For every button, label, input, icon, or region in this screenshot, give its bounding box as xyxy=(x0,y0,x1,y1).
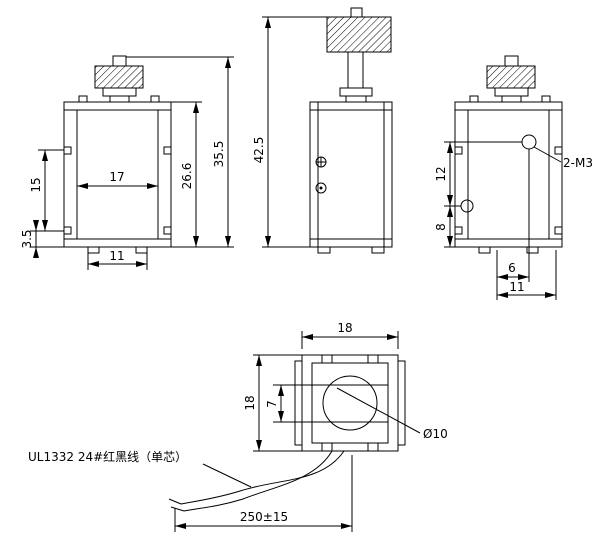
rear-view xyxy=(454,55,563,254)
body-outline xyxy=(301,354,399,452)
bobbin-tab xyxy=(367,354,379,364)
dim-label-26-6: 26.6 xyxy=(180,163,194,190)
dim-label-3-5: 3.5 xyxy=(20,229,34,248)
m3-hole xyxy=(521,134,537,150)
bobbin-tab xyxy=(469,95,479,103)
plunger-nut xyxy=(94,65,144,89)
plunger-shaft xyxy=(347,51,364,89)
bobbin-tab xyxy=(478,246,491,254)
dim-label-6: 6 xyxy=(508,261,516,275)
side-notch xyxy=(554,226,563,235)
bobbin-tab xyxy=(526,246,539,254)
dim-label-11: 11 xyxy=(509,280,524,294)
body-outline xyxy=(63,101,172,248)
bobbin-tab xyxy=(135,246,148,254)
screw-center-dot xyxy=(319,186,323,190)
body-outline xyxy=(454,101,563,248)
dim-label-42-5: 42.5 xyxy=(252,137,266,164)
dim-label-18-width: 18 xyxy=(337,321,352,335)
plunger-neck xyxy=(501,95,522,103)
body-outline xyxy=(309,101,393,248)
bobbin-tab xyxy=(321,354,333,364)
side-notch xyxy=(163,146,172,155)
wires xyxy=(168,450,345,512)
hole-label-2m3: 2-M3 xyxy=(563,156,593,170)
bobbin-tab xyxy=(541,95,551,103)
side-notch xyxy=(63,146,72,155)
dim-label-15: 15 xyxy=(29,177,43,192)
wire-end xyxy=(170,506,185,512)
bobbin-tab xyxy=(367,442,379,452)
bottom-view xyxy=(294,354,406,452)
side-notch xyxy=(454,146,463,155)
bobbin-tab xyxy=(150,95,160,103)
dim-label-35-5: 35.5 xyxy=(212,141,226,168)
plunger-tip xyxy=(504,55,519,67)
wire-end xyxy=(168,498,182,505)
side-notch xyxy=(163,226,172,235)
dim-label-7: 7 xyxy=(265,400,279,408)
plunger-washer xyxy=(339,87,373,97)
leader-line xyxy=(533,146,562,163)
bottom-view-dimensions: 18 18 7 Ø10 xyxy=(243,321,448,452)
pin-hole xyxy=(460,199,474,213)
right-flange xyxy=(397,360,406,446)
wire-annotations: UL1332 24#红黑线（单芯） 250±15 xyxy=(28,449,353,532)
dim-label-11: 11 xyxy=(109,249,124,263)
dim-label-12: 12 xyxy=(434,166,448,181)
plunger-nut xyxy=(486,65,536,89)
wire-red xyxy=(180,450,345,505)
plunger-hole xyxy=(322,375,378,431)
side-view-dimensions: 42.5 xyxy=(252,16,327,248)
coil-outline xyxy=(311,362,389,444)
plunger-tip xyxy=(350,7,363,18)
leader-line xyxy=(202,463,252,488)
front-view-dimensions: 17 15 3.5 11 26.6 35.5 xyxy=(20,56,234,270)
plunger-neck xyxy=(109,95,130,103)
plunger-tip xyxy=(112,55,127,67)
side-view xyxy=(309,7,393,254)
dim-label-18-height: 18 xyxy=(243,395,257,410)
hole-label-d10: Ø10 xyxy=(423,427,448,441)
bobbin-tab xyxy=(78,95,88,103)
left-flange xyxy=(294,360,303,446)
side-notch xyxy=(554,146,563,155)
leader-line xyxy=(336,387,421,434)
side-notch xyxy=(454,226,463,235)
dim-label-17: 17 xyxy=(109,170,124,184)
bobbin-tab xyxy=(317,246,331,254)
plunger-neck xyxy=(345,95,367,103)
side-notch xyxy=(63,226,72,235)
front-view xyxy=(63,55,172,254)
bobbin-tab xyxy=(87,246,100,254)
wire-black xyxy=(183,450,333,512)
wire-spec-label: UL1332 24#红黑线（单芯） xyxy=(28,449,187,464)
bobbin-tab xyxy=(321,442,333,452)
plunger-nut xyxy=(326,16,392,53)
plunger-washer xyxy=(494,87,529,97)
bobbin-tab xyxy=(371,246,385,254)
terminal-screw xyxy=(315,182,327,194)
plunger-washer xyxy=(102,87,137,97)
wire-length-label: 250±15 xyxy=(240,510,288,524)
rear-view-dimensions: 12 8 6 11 2-M3 xyxy=(434,141,593,300)
dim-label-8: 8 xyxy=(434,223,448,231)
